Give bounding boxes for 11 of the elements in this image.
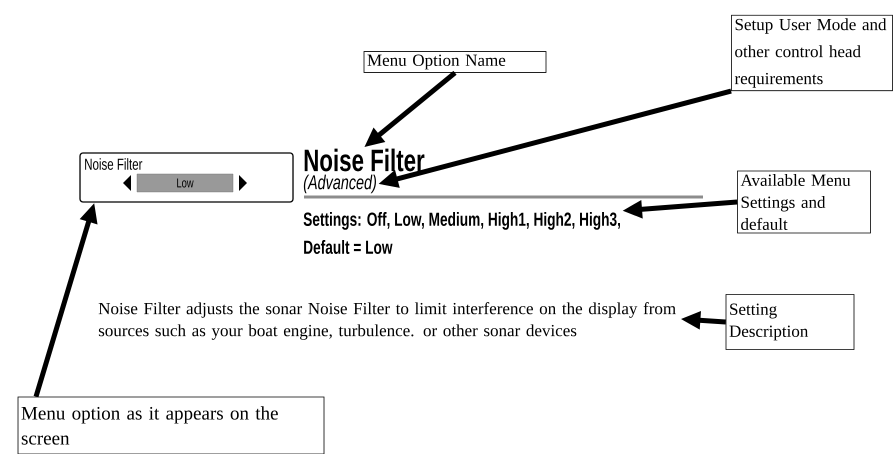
- callout-box: Setting Description: [726, 294, 854, 350]
- menu-title: Noise Filter: [85, 158, 142, 170]
- description-text: Noise Filter adjusts the sonar Noise Filter to limit interference on the display from sources such as your boat engine, turbulence. or other sonar devices: [98, 302, 676, 340]
- callout-box: Available Menu Settings and default: [737, 170, 871, 234]
- callout-box: Menu option as it appears on the screen: [18, 396, 324, 454]
- settings-text: Settings: Off, Low, Medium, High1, High2, High3, Default = Low: [304, 212, 620, 254]
- setting-value: Low: [136, 174, 234, 192]
- callout-box: Menu Option Name: [364, 51, 546, 73]
- callout-box: Setup User Mode and other control head requirements: [731, 14, 893, 92]
- menu-heading: Noise Filter: [304, 148, 424, 172]
- advanced-label: (Advanced): [304, 174, 376, 194]
